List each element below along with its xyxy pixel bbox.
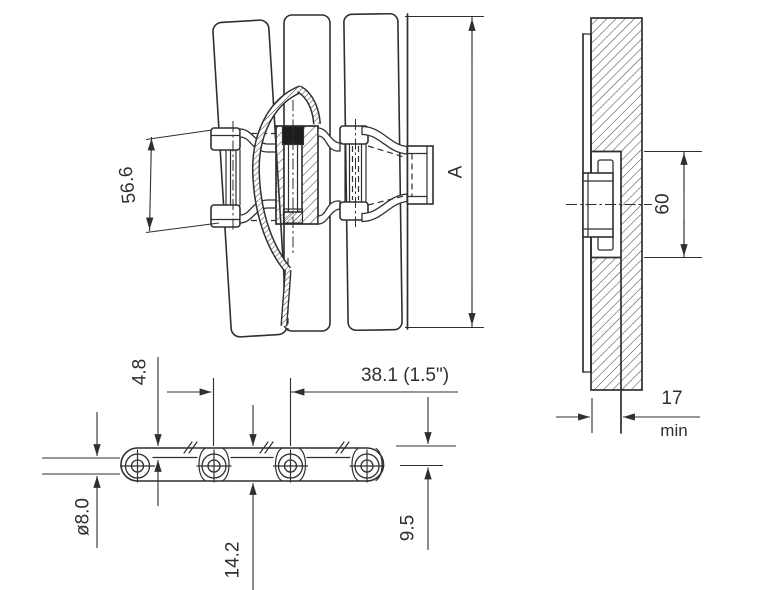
- dim-pin-diameter: ø8.0: [73, 412, 101, 548]
- link-seams: [198, 447, 383, 482]
- chain-plate-3: [343, 12, 403, 332]
- right-hinge-bracket: [339, 119, 369, 227]
- dim-hinge-depth: 9.5: [396, 397, 456, 550]
- chain-link-band: [120, 447, 385, 482]
- sideflex-loop: [251, 85, 321, 327]
- pin-3: [272, 449, 309, 483]
- section-view: 60 17 min: [556, 17, 702, 440]
- dim-pitch: 38.1 (1.5"): [167, 365, 458, 446]
- pin-barrel: [566, 172, 652, 238]
- hinge-knuckles-mid: [317, 127, 341, 225]
- dim-plate-width: 56.6: [116, 129, 220, 234]
- dim-plate-thickness: 4.8: [130, 357, 162, 506]
- dim-label-overall-width: A: [446, 165, 467, 178]
- hinge-slash-marks: [183, 441, 350, 454]
- elevation-view: 4.8 38.1 (1.5") ø8.0 14.2: [42, 357, 458, 590]
- dim-label-link-height: 14.2: [223, 542, 244, 579]
- dim-label-hinge-depth: 9.5: [398, 515, 419, 541]
- dim-label-plate-thickness: 4.8: [130, 359, 151, 385]
- dim-label-support-qualifier: min: [660, 421, 687, 440]
- pin-1: [119, 449, 156, 483]
- hinge-section-block: [275, 100, 319, 331]
- dim-label-plate-width: 56.6: [116, 166, 141, 205]
- dim-overall-width: A: [405, 15, 484, 329]
- dim-label-pitch: 38.1 (1.5"): [361, 365, 449, 386]
- pin-4: [349, 449, 385, 483]
- dim-link-height: 14.2: [223, 405, 257, 590]
- plan-view: 56.6 A: [116, 12, 484, 338]
- dim-hinge-opening: 60: [644, 150, 702, 259]
- male-tab: [406, 145, 434, 205]
- dim-label-pin-diameter: ø8.0: [73, 498, 94, 536]
- dim-label-support-width: 17: [661, 388, 682, 409]
- dim-support-width: 17 min: [556, 388, 700, 440]
- pin-2: [196, 449, 232, 483]
- dim-label-hinge-opening: 60: [653, 193, 674, 214]
- chain-pins: [119, 449, 385, 483]
